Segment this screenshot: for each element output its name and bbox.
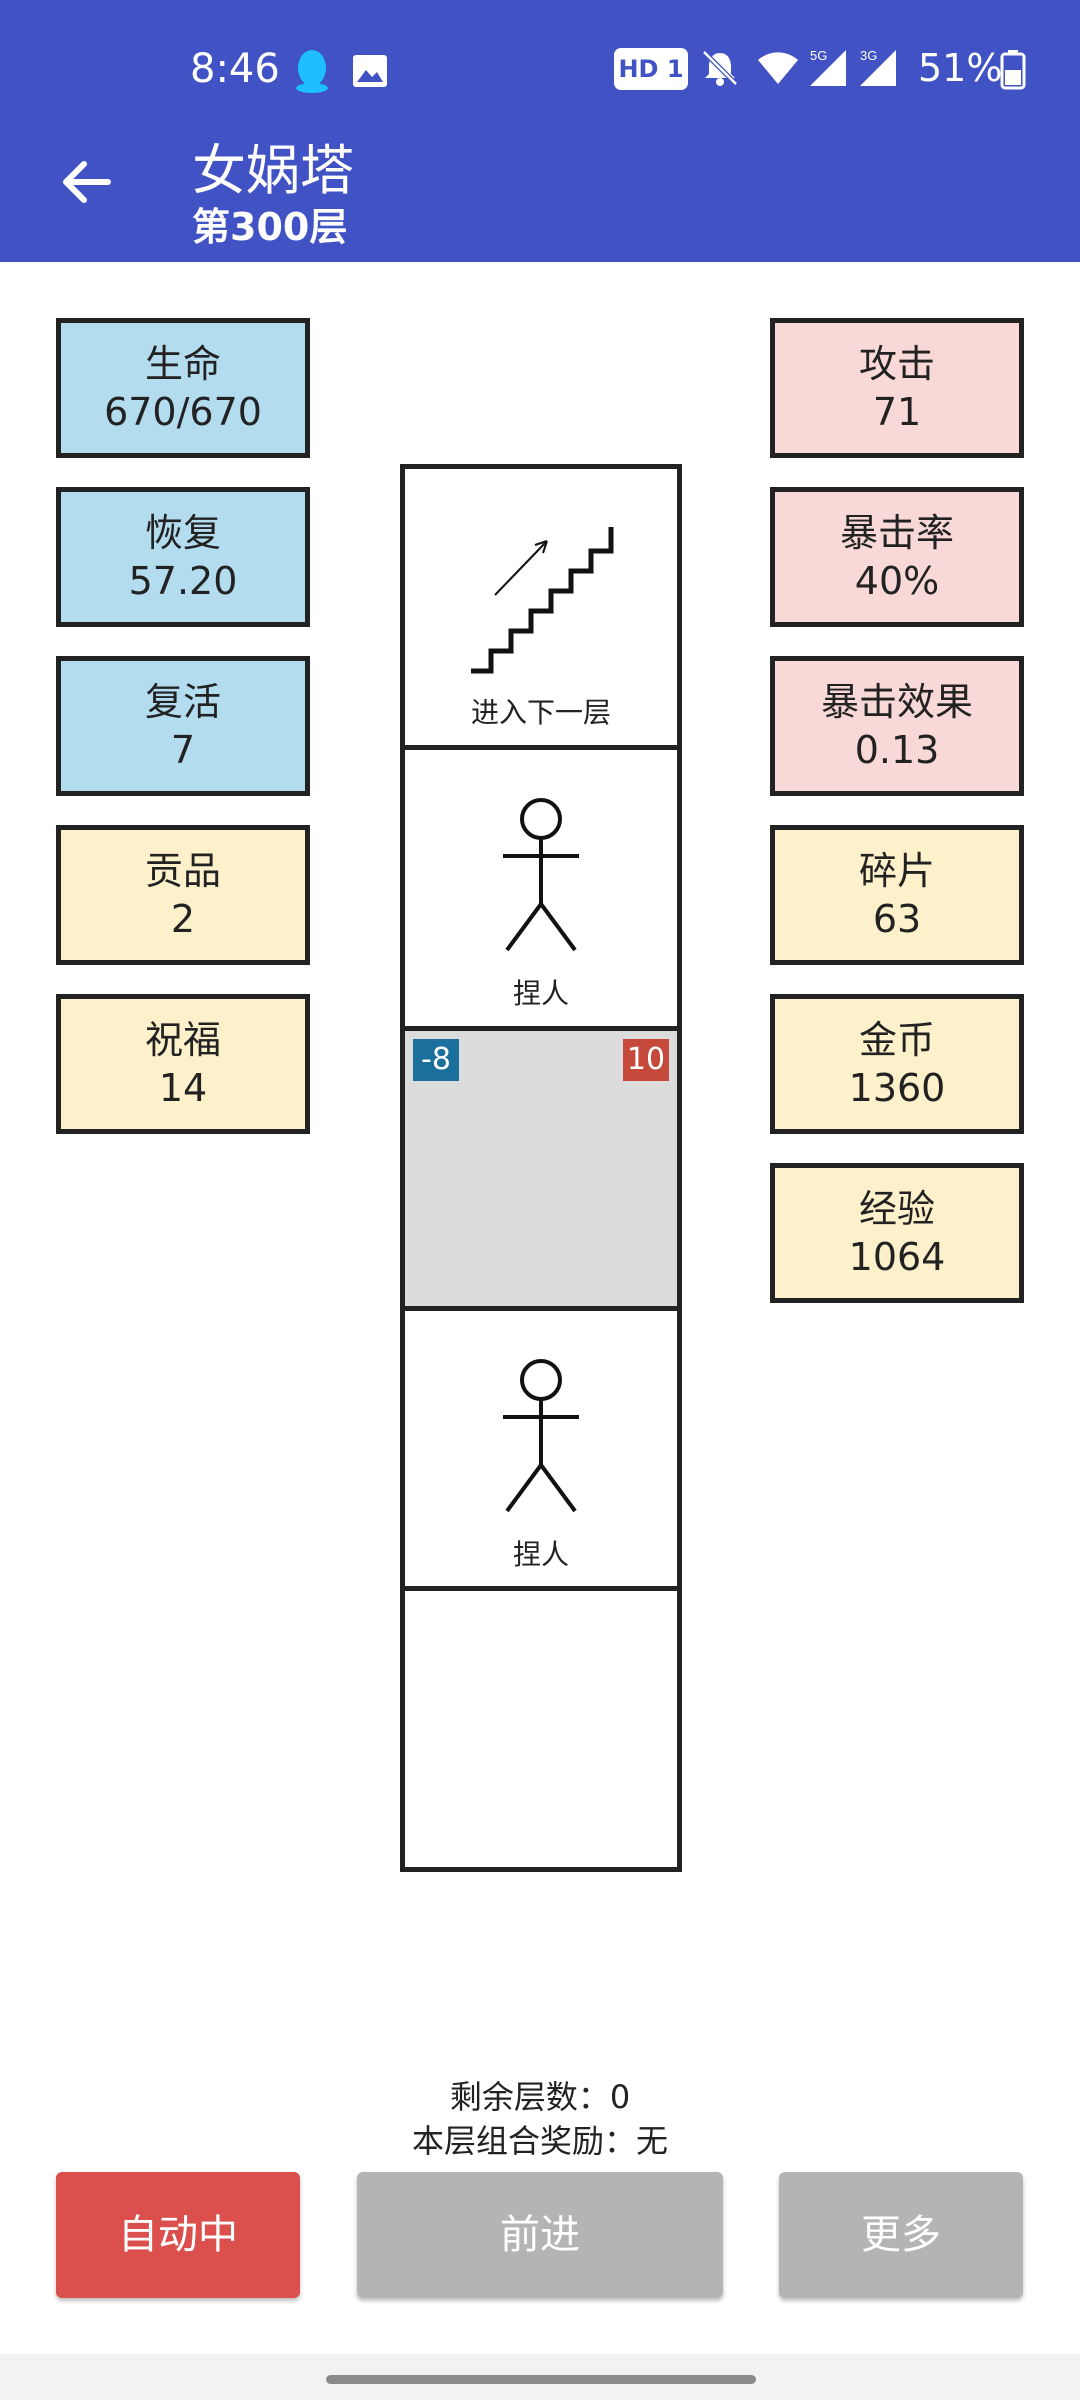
- stat-label: 碎片: [858, 849, 935, 893]
- stat-blessing: 祝福 14: [56, 994, 310, 1134]
- stat-label: 生命: [144, 342, 221, 386]
- stat-crit-rate: 暴击率 40%: [770, 487, 1024, 627]
- stat-label: 攻击: [858, 342, 935, 386]
- home-gesture-handle[interactable]: [326, 2375, 756, 2384]
- stat-label: 复活: [144, 680, 221, 724]
- stat-value: 2: [170, 897, 196, 941]
- stairs-icon: [471, 527, 614, 674]
- back-arrow-icon[interactable]: [56, 152, 116, 212]
- stat-experience: 经验 1064: [770, 1163, 1024, 1303]
- battery-icon: [1000, 50, 1026, 94]
- page-title: 女娲塔: [192, 139, 354, 202]
- app-bar: 8:46 HD 1 5G 3G 51% 女娲塔 第300层: [0, 0, 1080, 262]
- stat-value: 0.13: [854, 728, 940, 772]
- stick-figure-icon: [503, 1359, 579, 1513]
- stat-crit-effect: 暴击效果 0.13: [770, 656, 1024, 796]
- stat-tribute: 贡品 2: [56, 825, 310, 965]
- stat-value: 1360: [848, 1066, 946, 1110]
- tower-cell-empty[interactable]: [400, 1586, 682, 1872]
- stat-value: 1064: [848, 1235, 946, 1279]
- stat-gold: 金币 1360: [770, 994, 1024, 1134]
- signal-5g-icon: 5G: [806, 46, 850, 94]
- wifi-icon: [756, 50, 800, 90]
- next-floor-label: 进入下一层: [470, 696, 611, 729]
- pinch-person-label: 捏人: [512, 1538, 569, 1571]
- pinch-person-label: 捏人: [512, 977, 569, 1010]
- stat-shards: 碎片 63: [770, 825, 1024, 965]
- tower-cell-gray[interactable]: -8 10: [400, 1026, 682, 1312]
- svg-text:5G: 5G: [810, 48, 827, 63]
- stat-attack: 攻击 71: [770, 318, 1024, 458]
- more-button[interactable]: 更多: [779, 2172, 1023, 2298]
- tower-cell-person-2[interactable]: 捏人: [400, 1306, 682, 1592]
- positive-value-badge: 10: [623, 1039, 669, 1081]
- stick-figure-icon: [503, 798, 579, 952]
- stat-value: 14: [158, 1066, 208, 1110]
- stat-label: 暴击率: [839, 511, 954, 555]
- stat-revive: 复活 7: [56, 656, 310, 796]
- negative-value-badge: -8: [413, 1039, 459, 1081]
- stat-recovery: 恢复 57.20: [56, 487, 310, 627]
- battery-percent: 51%: [918, 46, 1003, 90]
- qq-icon: [292, 46, 332, 98]
- stat-label: 贡品: [144, 849, 221, 893]
- tower-cell-stairs[interactable]: 进入下一层: [400, 464, 682, 750]
- stat-life: 生命 670/670: [56, 318, 310, 458]
- svg-text:3G: 3G: [860, 48, 877, 63]
- tower-cell-person-1[interactable]: 捏人: [400, 745, 682, 1031]
- status-bar: 8:46 HD 1 5G 3G 51%: [0, 40, 1080, 100]
- forward-button[interactable]: 前进: [357, 2172, 723, 2298]
- floor-subtitle: 第300层: [192, 205, 348, 249]
- stat-label: 恢复: [144, 511, 221, 555]
- auto-button[interactable]: 自动中: [56, 2172, 300, 2298]
- bell-muted-icon: [700, 48, 740, 92]
- stat-label: 暴击效果: [820, 680, 973, 724]
- status-time: 8:46: [190, 46, 280, 92]
- signal-3g-icon: 3G: [856, 46, 900, 94]
- stat-value: 63: [872, 897, 922, 941]
- remaining-floors: 剩余层数：0: [449, 2078, 631, 2116]
- stat-value: 57.20: [128, 559, 238, 603]
- hd-badge: HD 1: [614, 48, 688, 90]
- gallery-icon: [352, 54, 388, 92]
- stat-value: 7: [170, 728, 196, 772]
- stat-label: 金币: [858, 1018, 935, 1062]
- stat-value: 71: [872, 390, 922, 434]
- combo-reward: 本层组合奖励：无: [411, 2122, 668, 2160]
- stat-label: 经验: [858, 1187, 935, 1231]
- stat-value: 40%: [854, 559, 940, 603]
- stat-label: 祝福: [144, 1018, 221, 1062]
- stat-value: 670/670: [104, 390, 262, 434]
